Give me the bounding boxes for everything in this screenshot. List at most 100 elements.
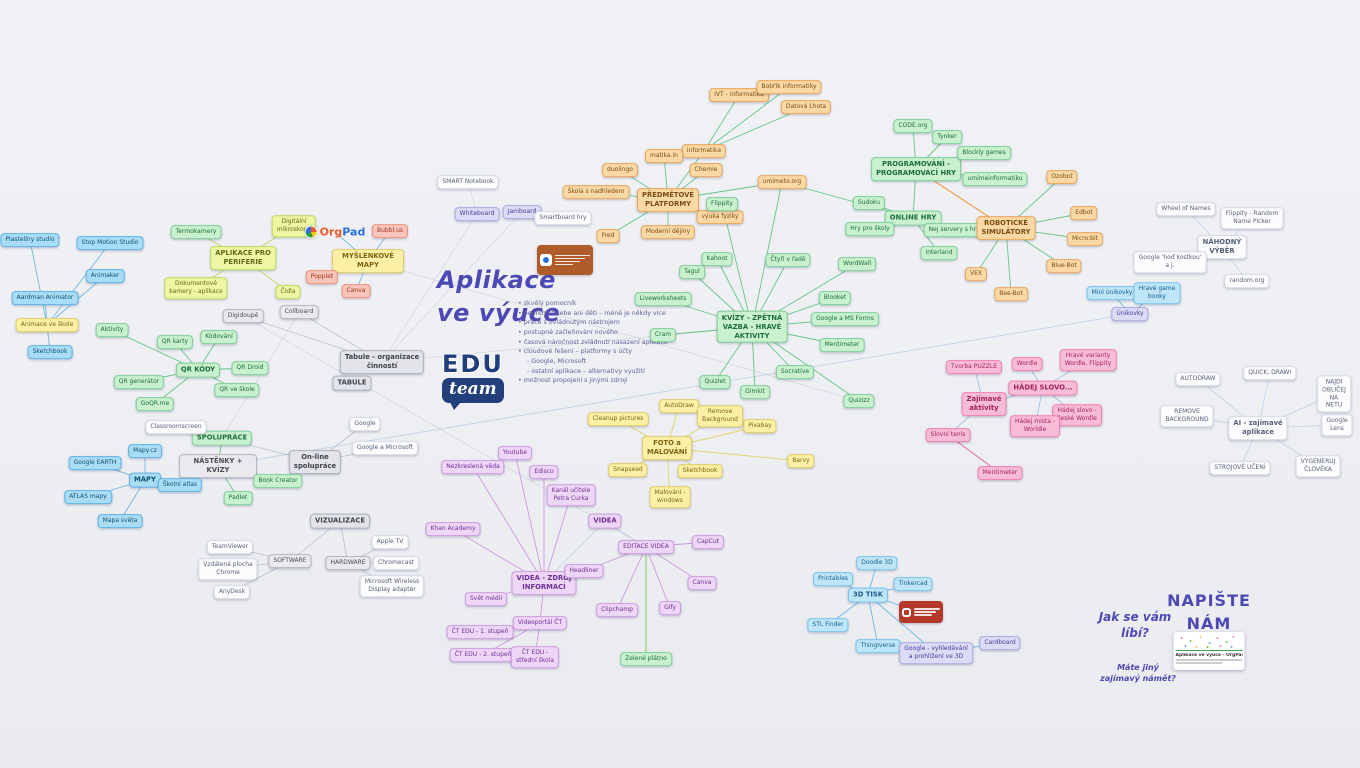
node-duo[interactable]: duolingo	[602, 163, 638, 177]
node-mod[interactable]: Moderní dějiny	[640, 225, 696, 239]
node-t3d[interactable]: 3D TISK	[847, 587, 889, 603]
node-dig[interactable]: Digidoupě	[222, 309, 264, 323]
node-ska[interactable]: Školní atlas	[157, 478, 203, 492]
node-kvi[interactable]: KVÍZY - ZPĚTNÁ VAZBA - HRAVÉ AKTIVITY	[716, 310, 788, 344]
node-stu[interactable]: STROJOVÉ UČENÍ	[1209, 461, 1271, 475]
node-viz[interactable]: VIZUALIZACE	[310, 513, 370, 529]
node-trm[interactable]: Termokamery	[170, 225, 222, 239]
node-kod[interactable]: Kódování	[200, 330, 238, 344]
node-qkd[interactable]: QUICK, DRAW!	[1243, 366, 1297, 380]
node-cva[interactable]: Canva	[687, 576, 717, 590]
note-card-orange[interactable]	[537, 245, 593, 275]
node-adf[interactable]: AutoDraw	[659, 399, 699, 413]
node-g3d[interactable]: Google - vyhledávání a prohlížení ve 3D	[899, 642, 973, 664]
node-wbd[interactable]: Whiteboard	[454, 207, 500, 221]
node-tag[interactable]: Tagul	[679, 265, 705, 279]
node-edi[interactable]: Edisco	[529, 465, 559, 479]
node-kha[interactable]: Khan Academy	[425, 522, 481, 536]
node-kan[interactable]: Kanál učitele Petra Curka	[546, 484, 596, 506]
node-cra[interactable]: Cram	[649, 328, 677, 342]
node-thi[interactable]: Thingiverse	[855, 639, 901, 653]
node-rbg[interactable]: Remove Background	[697, 405, 743, 427]
node-anm[interactable]: Animace ve škole	[15, 318, 79, 332]
node-sme[interactable]: Svět médií	[465, 592, 507, 606]
node-rob[interactable]: ROBOTICKÉ SIMULÁTORY	[976, 216, 1036, 240]
node-onh[interactable]: ONLINE HRY	[884, 210, 942, 226]
node-hps[interactable]: Hry pro školy	[845, 222, 895, 236]
node-tin[interactable]: Tinkercad	[893, 577, 933, 591]
node-any[interactable]: AnyDesk	[213, 585, 251, 599]
node-hea[interactable]: Headliner	[564, 564, 604, 578]
node-pri[interactable]: Printables	[813, 572, 853, 586]
node-inf[interactable]: informatika	[681, 144, 727, 158]
node-ozo[interactable]: Ozobot	[1046, 170, 1078, 184]
node-gim[interactable]: Gimkit	[740, 385, 770, 399]
node-ada[interactable]: AUTODRAW	[1175, 372, 1221, 386]
node-goq[interactable]: GoQR.me	[135, 397, 175, 411]
node-doo[interactable]: Doodle 3D	[856, 556, 898, 570]
node-per[interactable]: APLIKACE PRO PERIFERIE	[210, 246, 276, 270]
node-men[interactable]: Mentimeter	[819, 338, 865, 352]
node-mm[interactable]: MYŠLENKOVÉ MAPY	[332, 249, 404, 273]
node-dat[interactable]: Datová Lhota	[780, 100, 832, 114]
node-gif[interactable]: Gify	[659, 601, 681, 615]
node-nah[interactable]: NÁHODNÝ VÝBĚR	[1197, 235, 1247, 259]
node-bar[interactable]: Barvy	[787, 454, 815, 468]
node-chc[interactable]: Chromecast	[373, 556, 419, 570]
node-cod[interactable]: CODE.org	[893, 119, 933, 133]
node-gmf[interactable]: Google a MS Forms	[811, 312, 879, 326]
node-pre[interactable]: PŘEDMĚTOVÉ PLATFORMY	[636, 188, 700, 212]
node-amk[interactable]: Animaker	[85, 269, 125, 283]
node-bob[interactable]: Bobřík informatiky	[756, 80, 822, 94]
node-wor[interactable]: Wordle	[1011, 357, 1043, 371]
node-ghk[interactable]: Google 'hoď kostkou' a j.	[1133, 251, 1207, 273]
node-aar[interactable]: Aardman Animator	[11, 291, 79, 305]
node-flr[interactable]: Flippity - Random Name Picker	[1220, 207, 1284, 229]
node-bct[interactable]: Book Creator	[253, 474, 303, 488]
node-onl[interactable]: On-line spolupráce	[288, 450, 342, 474]
node-bub[interactable]: Bubbl.us	[371, 224, 409, 238]
node-hds[interactable]: HÁDEJ SLOVO...	[1008, 380, 1078, 396]
node-cli[interactable]: Clipchamp	[596, 603, 638, 617]
node-ggl[interactable]: Google	[349, 417, 381, 431]
node-skb[interactable]: Sketchbook	[27, 345, 73, 359]
node-msv[interactable]: Mapa světa	[97, 514, 143, 528]
node-pls[interactable]: Plastelíny studio	[0, 233, 60, 247]
node-fre[interactable]: Fred	[596, 229, 620, 243]
node-msw[interactable]: Microsoft Wireless Display adaptér	[359, 575, 425, 597]
node-qca[interactable]: QR karty	[156, 335, 194, 349]
node-cle[interactable]: Cleanup pictures	[587, 412, 649, 426]
node-beb[interactable]: Bee-Bot	[994, 287, 1028, 301]
node-blb[interactable]: Blue-Bot	[1046, 259, 1082, 273]
node-cid[interactable]: Čidla	[275, 285, 301, 299]
node-wow[interactable]: WordWall	[838, 257, 876, 271]
node-fot[interactable]: FOTO a MALOVÁNÍ	[642, 436, 692, 460]
node-hvw[interactable]: Hravé varianty Wordle, Flippity	[1059, 349, 1117, 371]
node-col[interactable]: Collboard	[279, 305, 319, 319]
node-mtp[interactable]: Mentimeter	[977, 466, 1023, 480]
node-nez[interactable]: Nezkreslená věda	[441, 460, 505, 474]
node-vyc[interactable]: VYGENERUJ ČLOVĚKA	[1295, 455, 1341, 477]
node-map[interactable]: MAPY	[129, 472, 161, 488]
node-har[interactable]: HARDWARE	[325, 556, 371, 570]
node-ctv[interactable]: Čtyři v řadě	[765, 253, 811, 267]
node-sna[interactable]: Škola s nadhledem	[562, 185, 630, 199]
node-skf[interactable]: Sketchbook	[677, 464, 723, 478]
node-hmw[interactable]: Hádej místa - Worldle	[1009, 415, 1061, 437]
node-gms[interactable]: Google a Microsoft	[352, 441, 418, 455]
node-akt[interactable]: Aktivity	[95, 323, 129, 337]
node-qzl[interactable]: Quizlet	[699, 375, 731, 389]
node-whe[interactable]: Wheel of Names	[1156, 202, 1216, 216]
node-edb[interactable]: Edbot	[1070, 206, 1098, 220]
node-tbl[interactable]: TABULE	[332, 375, 372, 391]
node-mal[interactable]: Malování - windows	[649, 486, 691, 508]
node-hgb[interactable]: Hravé game booky	[1133, 282, 1181, 304]
node-qrd[interactable]: QR Droid	[231, 361, 269, 375]
node-fyz[interactable]: výuka fyziky	[696, 210, 744, 224]
node-you[interactable]: Youtube	[498, 446, 532, 460]
node-cnm[interactable]: Canva	[341, 284, 371, 298]
node-ivt[interactable]: IVT - informatika	[709, 88, 769, 102]
node-pad[interactable]: Padlet	[223, 491, 253, 505]
node-qrk[interactable]: QR KÓDY	[175, 362, 221, 378]
orgpad-link-preview-card[interactable]: Aplikace ve výuce - OrgPad	[1173, 632, 1245, 670]
